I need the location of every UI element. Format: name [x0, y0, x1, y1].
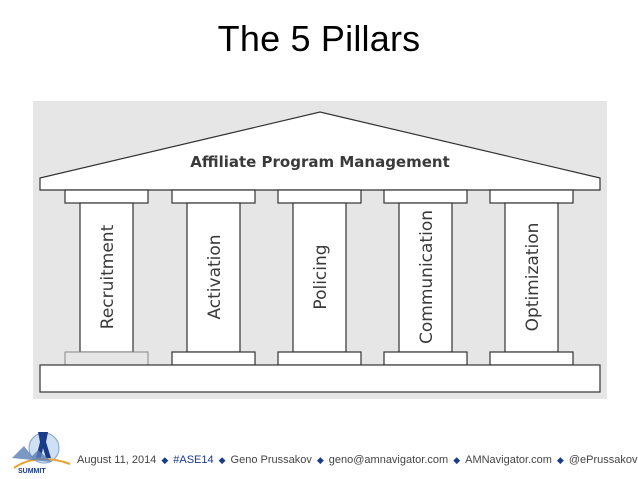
pillar-base [171, 351, 256, 366]
pillar-optimization: Optimization [489, 189, 574, 366]
temple-roof [39, 111, 601, 191]
pillar-shaft [398, 202, 453, 353]
slide-title: The 5 Pillars [217, 18, 421, 59]
footer-email: geno@amnavigator.com [328, 454, 449, 466]
logo-text: SUMMIT [18, 468, 46, 475]
roof-label: Affiliate Program Management [190, 153, 450, 171]
pillar-policing: Policing [277, 189, 362, 366]
footer-date: August 11, 2014 [77, 454, 157, 466]
summit-logo: SUMMIT [12, 432, 71, 475]
pillar-communication: Communication [383, 189, 468, 366]
footer-website: AMNavigator.com [465, 454, 552, 466]
pillar-activation: Activation [171, 189, 256, 366]
pillar-label-recruitment: Recruitment [98, 224, 118, 329]
separator-icon: ◆ [453, 455, 461, 465]
temple-foundation [39, 364, 601, 393]
separator-icon: ◆ [556, 455, 564, 465]
slide-footer: SUMMIT August 11, 2014 ◆ #ASE14 ◆ Geno Pruss… [0, 428, 638, 479]
pillar-shaft [186, 202, 241, 353]
pillar-label-activation: Activation [205, 234, 225, 319]
pillar-shaft [292, 202, 347, 353]
pillar-capital [64, 189, 149, 204]
temple-diagram: Affiliate Program Management Recruitment… [33, 101, 607, 399]
pillar-capital [277, 189, 362, 204]
separator-icon: ◆ [316, 455, 324, 465]
separator-icon: ◆ [161, 455, 169, 465]
pillar-base [64, 351, 149, 366]
pillar-base [383, 351, 468, 366]
pillar-label-optimization: Optimization [523, 223, 543, 332]
pillar-shaft [79, 202, 134, 353]
footer-info: August 11, 2014 ◆ #ASE14 ◆ Geno Prussakov ◆ ge… [77, 454, 637, 466]
pillar-label-communication: Communication [417, 210, 437, 344]
pillar-recruitment: Recruitment [64, 189, 149, 366]
footer-twitter: @ePrussakov [568, 454, 638, 466]
separator-icon: ◆ [218, 455, 226, 465]
pillar-capital [171, 189, 256, 204]
pillars-diagram: Affiliate Program Management Recruitment… [33, 101, 607, 399]
pillar-capital [489, 189, 574, 204]
pillar-base [277, 351, 362, 366]
pillar-base [489, 351, 574, 366]
pillar-label-policing: Policing [311, 244, 331, 309]
footer-name: Geno Prussakov [230, 454, 312, 466]
footer-hashtag: #ASE14 [173, 454, 214, 466]
pillar-capital [383, 189, 468, 204]
